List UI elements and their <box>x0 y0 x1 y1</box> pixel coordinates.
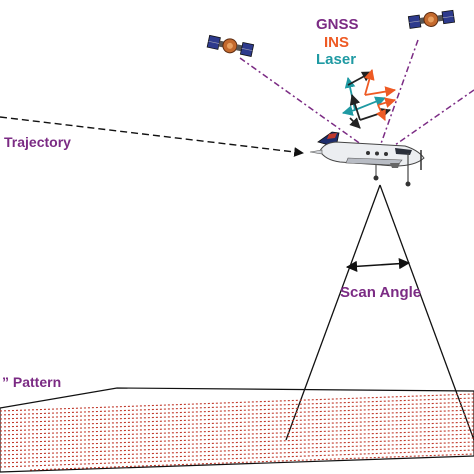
scan-pattern <box>0 393 474 471</box>
laser-label: Laser <box>316 51 357 68</box>
trajectory-label: Trajectory <box>4 134 71 150</box>
gnss-label: GNSS <box>316 16 359 33</box>
satellite-link-far <box>384 89 474 153</box>
scan-cone <box>285 184 474 441</box>
satellite-links <box>239 39 474 153</box>
satellite-link-right <box>377 39 419 153</box>
satellite-icon <box>206 34 255 57</box>
airplane-icon <box>309 131 425 187</box>
pattern-label: ” Pattern <box>2 374 62 390</box>
ins-label: INS <box>324 34 350 51</box>
satellite-link-left <box>239 57 373 153</box>
satellite-icon <box>407 9 456 29</box>
scan-swath <box>0 387 474 473</box>
scan-angle-label: Scan Angle <box>340 284 422 301</box>
trajectory-arrow <box>0 116 304 157</box>
axes-cluster <box>341 68 397 129</box>
scan-angle-arrow <box>345 258 411 272</box>
